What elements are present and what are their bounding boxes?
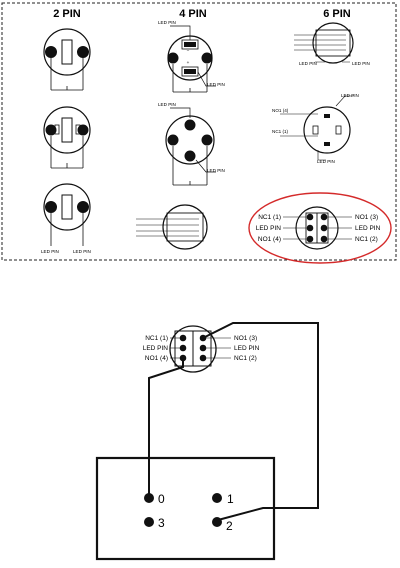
highlight-nc1-2-label: NC1 (2) bbox=[355, 236, 378, 243]
terminal-0 bbox=[144, 493, 154, 503]
switch-types-panel bbox=[1, 2, 397, 261]
two-pin-led-pin-label-right: LED PIN bbox=[73, 249, 91, 254]
terminal-2-label: 2 bbox=[226, 519, 233, 533]
six-pin-switch-top bbox=[294, 22, 354, 64]
header-4-pin: 4 PIN bbox=[179, 8, 207, 20]
highlight-no1-3-label: NO1 (3) bbox=[355, 214, 378, 221]
two-pin-switch-top bbox=[43, 28, 91, 91]
terminal-1 bbox=[212, 493, 222, 503]
four-pin-plus-sign: + bbox=[187, 60, 190, 65]
six-pin-middle-nc1-1-label: NC1 (1) bbox=[272, 129, 289, 134]
wired-no1-3-label: NO1 (3) bbox=[234, 335, 257, 342]
four-pin-switch-middle bbox=[165, 107, 216, 186]
terminal-3 bbox=[144, 517, 154, 527]
six-pin-switch-highlighted bbox=[283, 206, 352, 250]
terminal-2 bbox=[212, 517, 222, 527]
six-pin-middle-led-pin-label-1: LED PIN bbox=[341, 93, 359, 98]
wired-six-pin-switch bbox=[169, 325, 231, 373]
six-pin-middle-led-pin-label-2: LED PIN bbox=[317, 159, 335, 164]
two-pin-switch-bottom bbox=[43, 183, 91, 246]
terminal-3-label: 3 bbox=[158, 516, 165, 530]
four-pin-middle-led-pin-label-2: LED PIN bbox=[207, 168, 225, 173]
highlight-led-pin-label-right: LED PIN bbox=[355, 225, 381, 232]
six-pin-top-led-pin-label-2: LED PIN bbox=[352, 61, 370, 66]
terminal-1-label: 1 bbox=[227, 492, 234, 506]
two-pin-led-pin-label-left: LED PIN bbox=[41, 249, 59, 254]
header-6-pin: 6 PIN bbox=[323, 8, 351, 20]
six-pin-switch-middle bbox=[280, 95, 354, 161]
four-pin-middle-led-pin-label-1: LED PIN bbox=[158, 102, 176, 107]
wire-no1-4-to-pin-0 bbox=[148, 358, 184, 497]
wired-nc1-2-label: NC1 (2) bbox=[234, 355, 257, 362]
four-pin-switch-bottom bbox=[136, 204, 208, 250]
controller-box bbox=[95, 456, 276, 561]
four-pin-switch-top bbox=[167, 25, 216, 93]
four-pin-top-led-pin-label-2: LED PIN bbox=[207, 82, 225, 87]
header-2-pin: 2 PIN bbox=[53, 8, 81, 20]
four-pin-minus-sign: − bbox=[187, 48, 190, 53]
wired-nc1-1-label: NC1 (1) bbox=[145, 335, 168, 342]
wired-led-pin-label-left: LED PIN bbox=[143, 345, 169, 352]
highlight-ellipse bbox=[248, 192, 392, 264]
highlight-led-pin-label-left: LED PIN bbox=[256, 225, 282, 232]
wired-led-pin-label-right: LED PIN bbox=[234, 345, 260, 352]
highlight-nc1-1-label: NC1 (1) bbox=[258, 214, 281, 221]
terminal-0-label: 0 bbox=[158, 492, 165, 506]
wire-no1-3-to-pin-2 bbox=[202, 322, 319, 521]
six-pin-middle-no1-4-label: NO1 (4) bbox=[272, 108, 289, 113]
highlight-no1-4-label: NO1 (4) bbox=[258, 236, 281, 243]
two-pin-switch-middle bbox=[43, 106, 91, 169]
six-pin-top-led-pin-label-1: LED PIN bbox=[299, 61, 317, 66]
wired-no1-4-label: NO1 (4) bbox=[145, 355, 168, 362]
four-pin-top-led-pin-label-1: LED PIN bbox=[158, 20, 176, 25]
